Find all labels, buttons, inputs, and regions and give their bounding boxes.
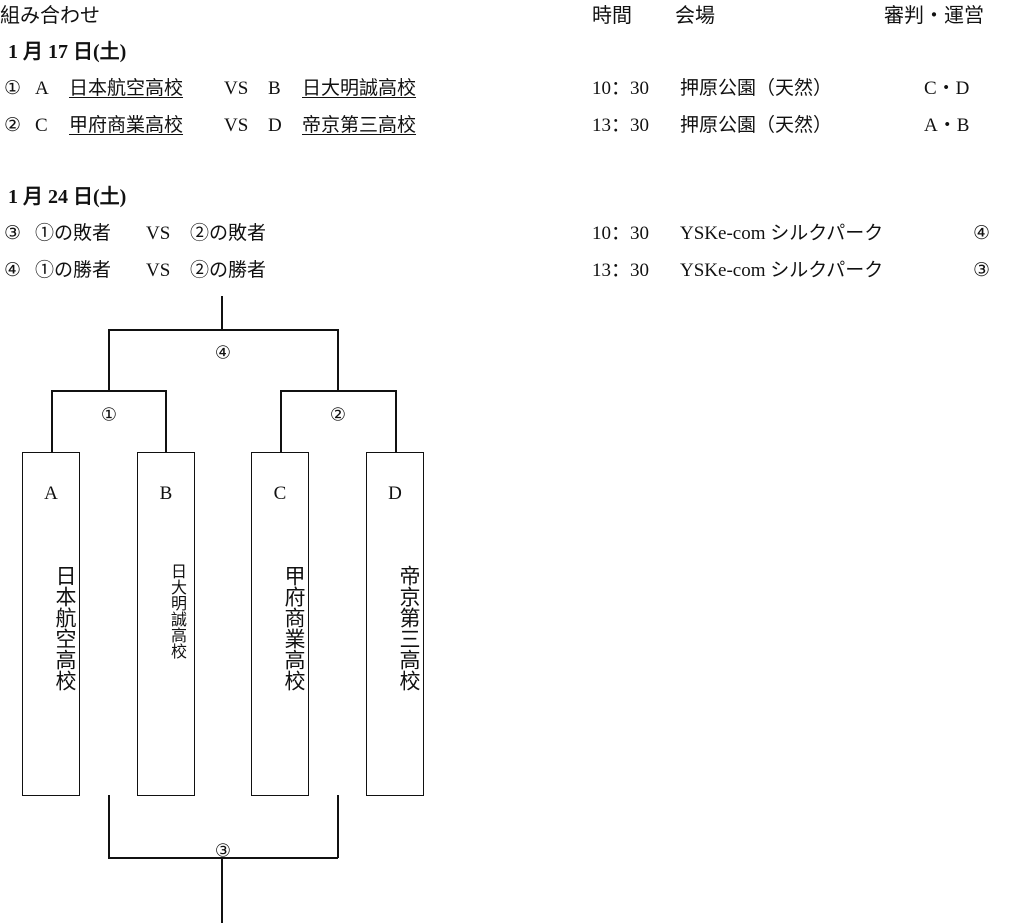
bracket-label-m2: ② <box>327 404 349 426</box>
team-name: 日大明誠高校 <box>168 563 185 659</box>
match-number: ① <box>4 78 22 99</box>
team-code: B <box>268 78 281 99</box>
match-referee: C・D <box>924 78 970 99</box>
bracket-label-m1: ① <box>98 404 120 426</box>
team-code: A <box>44 483 58 504</box>
section-title: 組み合わせ <box>0 5 100 27</box>
team-box-d: D 帝京第三高校 <box>366 452 424 796</box>
team-name: 帝京第三高校 <box>302 115 417 136</box>
bracket-line <box>51 390 166 392</box>
bracket-line <box>280 390 282 452</box>
match-number: ④ <box>4 260 22 281</box>
team-code: D <box>388 483 402 504</box>
bracket-line <box>337 329 339 391</box>
team-name: 日本航空高校 <box>53 565 77 691</box>
match-time: 13：30 <box>592 115 650 136</box>
team-slot: ②の勝者 <box>190 260 267 281</box>
vs-label: VS <box>146 223 171 244</box>
time-header: 時間 <box>592 5 632 27</box>
team-name: 日大明誠高校 <box>302 78 417 99</box>
team-name: 甲府商業高校 <box>69 115 184 136</box>
bracket-line <box>108 857 338 859</box>
bracket-line <box>108 795 110 858</box>
match-time: 10：30 <box>592 223 650 244</box>
match-number: ③ <box>4 223 22 244</box>
referee-header: 審判・運営 <box>884 5 984 27</box>
bracket-line <box>221 857 223 923</box>
bracket-line <box>165 390 167 452</box>
vs-label: VS <box>224 78 249 99</box>
team-code: C <box>273 483 287 504</box>
match-venue: YSKe-com シルクパーク <box>680 223 884 244</box>
match-referee: ④ <box>973 223 991 244</box>
vs-label: VS <box>224 115 249 136</box>
match-referee: ③ <box>973 260 991 281</box>
team-code: A <box>35 78 49 99</box>
bracket-label-m4: ④ <box>212 342 234 364</box>
day2-date: 1 月 24 日(土) <box>8 186 127 208</box>
team-box-a: A 日本航空高校 <box>22 452 80 796</box>
team-name: 日本航空高校 <box>69 78 184 99</box>
bracket-line <box>51 390 53 452</box>
team-slot: ①の勝者 <box>35 260 112 281</box>
match-venue: YSKe-com シルクパーク <box>680 260 884 281</box>
team-slot: ①の敗者 <box>35 223 112 244</box>
team-box-c: C 甲府商業高校 <box>251 452 309 796</box>
team-box-b: B 日大明誠高校 <box>137 452 195 796</box>
bracket-line <box>108 329 338 331</box>
team-code: D <box>268 115 282 136</box>
bracket-line <box>337 795 339 858</box>
team-code: B <box>159 483 173 504</box>
vs-label: VS <box>146 260 171 281</box>
day1-date: 1 月 17 日(土) <box>8 41 127 63</box>
match-referee: A・B <box>924 115 970 136</box>
bracket-line <box>108 329 110 391</box>
match-venue: 押原公園（天然） <box>680 78 833 99</box>
team-name: 帝京第三高校 <box>397 565 421 691</box>
bracket-line <box>221 296 223 330</box>
match-time: 13：30 <box>592 260 650 281</box>
team-slot: ②の敗者 <box>190 223 267 244</box>
match-number: ② <box>4 115 22 136</box>
venue-header: 会場 <box>675 5 715 27</box>
bracket-line <box>395 390 397 452</box>
bracket-line <box>280 390 396 392</box>
bracket-label-m3: ③ <box>214 840 232 861</box>
team-name: 甲府商業高校 <box>282 565 306 691</box>
match-time: 10：30 <box>592 78 650 99</box>
team-code: C <box>35 115 48 136</box>
match-venue: 押原公園（天然） <box>680 115 833 136</box>
